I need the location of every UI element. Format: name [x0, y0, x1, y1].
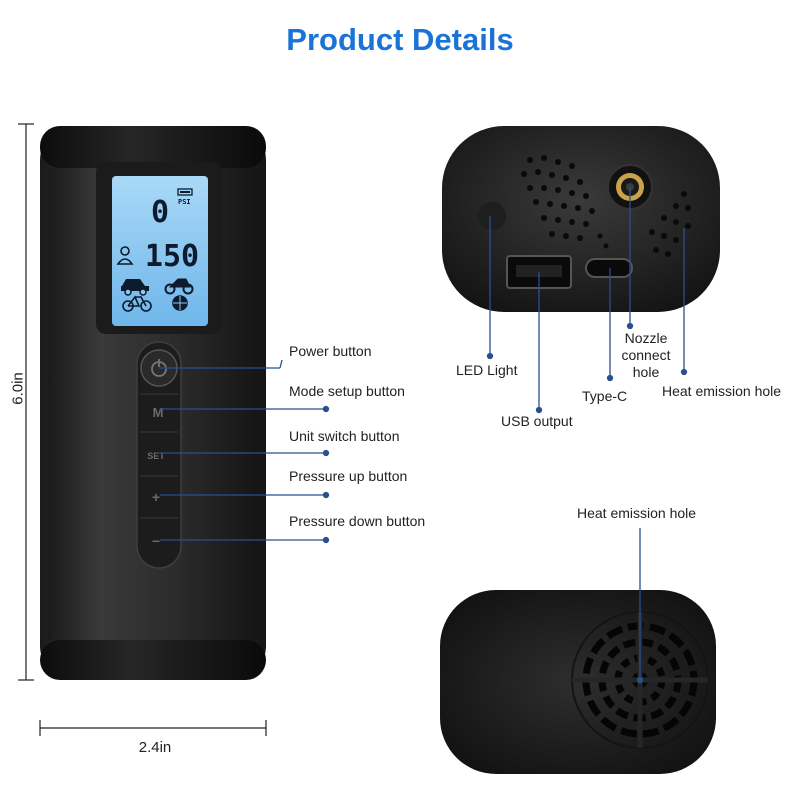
label-nozzle-line1: Nozzle — [624, 330, 668, 346]
target-pressure: 150 — [145, 239, 199, 274]
label-usb-output: USB output — [501, 413, 573, 429]
pressure-unit: PSI — [178, 198, 191, 206]
height-label: 6.0in — [9, 372, 27, 405]
motorcycle-icon — [164, 278, 194, 295]
button-panel — [136, 341, 182, 569]
height-dimension — [18, 123, 34, 681]
label-nozzle-line3: hole — [632, 364, 660, 380]
mode-button[interactable]: M — [153, 405, 164, 420]
pump-device-top — [442, 126, 720, 312]
top-vent-holes-right — [649, 191, 691, 257]
bicycle-icon — [122, 295, 152, 312]
pump-device-front — [40, 126, 266, 680]
label-led-light: LED Light — [456, 362, 518, 378]
label-pressure-up-button: Pressure up button — [289, 468, 408, 484]
front-leader-lines — [159, 359, 330, 544]
label-nozzle-line2: connect — [621, 347, 671, 363]
lcd-content: 0 PSI 150 — [116, 188, 199, 312]
page-title: Product Details — [286, 22, 514, 57]
unit-button[interactable]: SET — [147, 451, 165, 461]
led-light-icon — [478, 202, 506, 230]
ball-icon — [172, 295, 188, 311]
battery-icon — [177, 188, 193, 196]
pressure-up-button[interactable]: + — [152, 489, 160, 505]
width-dimension — [39, 720, 267, 736]
bottom-leader-line — [636, 528, 644, 684]
label-type-c: Type-C — [582, 388, 628, 404]
pressure-down-button[interactable]: − — [152, 533, 160, 549]
label-pressure-down-button: Pressure down button — [289, 513, 426, 529]
top-vent-holes-left — [521, 155, 609, 249]
top-leader-lines — [486, 187, 688, 414]
pump-device-bottom — [440, 590, 716, 774]
label-bottom-heat-hole: Heat emission hole — [577, 505, 697, 521]
width-label: 2.4in — [138, 739, 172, 756]
person-icon — [116, 246, 134, 265]
current-pressure: 0 — [151, 195, 169, 230]
label-power-button: Power button — [289, 343, 372, 359]
label-mode-button: Mode setup button — [289, 383, 405, 399]
type-c-port — [585, 258, 633, 278]
label-nozzle-hole: Nozzle connect hole — [606, 330, 686, 381]
label-top-heat-hole: Heat emission hole — [662, 383, 782, 399]
label-unit-button: Unit switch button — [289, 428, 400, 444]
car-icon — [121, 279, 149, 296]
